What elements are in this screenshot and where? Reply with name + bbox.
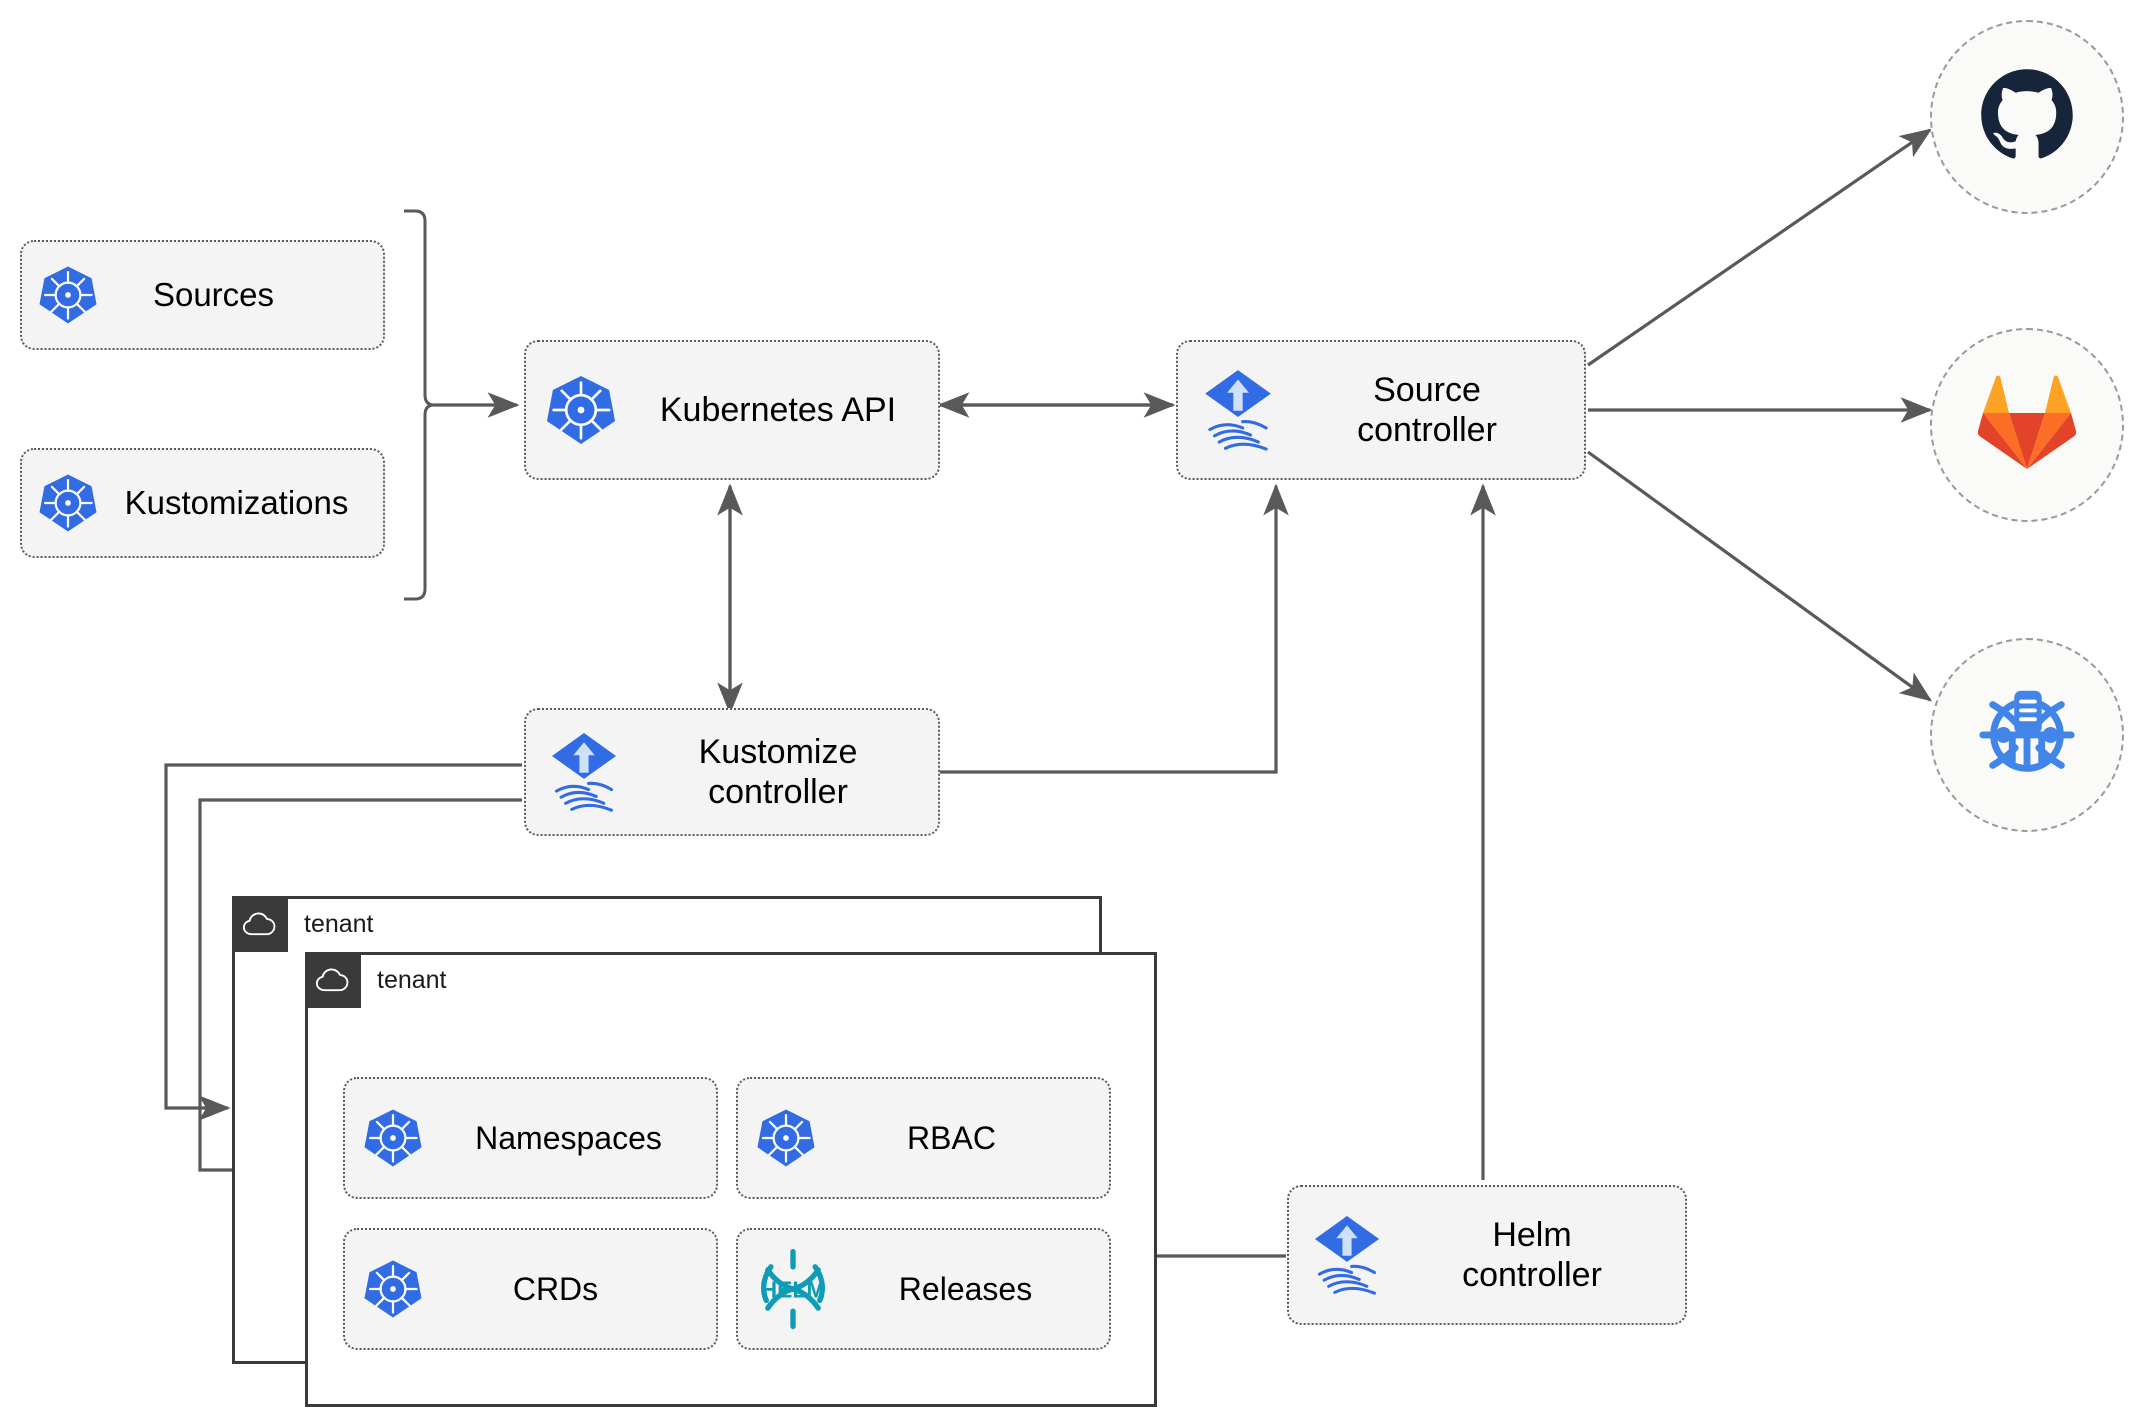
kubernetes-icon	[22, 264, 114, 326]
node-helm-controller-label: Helm controller	[1462, 1215, 1602, 1294]
tenant-outer-label: tenant	[304, 909, 374, 938]
kubernetes-icon	[738, 1107, 834, 1169]
helm-icon: HELM	[738, 1247, 848, 1331]
resource-namespaces-label: Namespaces	[475, 1119, 662, 1156]
node-kustomizations-label: Kustomizations	[124, 483, 349, 521]
edge-source-ctrl-to-helm-repo	[1587, 450, 1933, 702]
resource-releases[interactable]: HELM Releases	[736, 1228, 1111, 1350]
group-brace	[404, 209, 435, 601]
kubernetes-icon	[526, 373, 636, 447]
node-sources[interactable]: Sources	[20, 240, 385, 350]
resource-crds[interactable]: CRDs	[343, 1228, 718, 1350]
flux-icon	[1178, 367, 1298, 453]
node-kubernetes-api[interactable]: Kubernetes API	[524, 340, 940, 480]
helm-chart-repo-icon	[1973, 679, 2081, 792]
node-source-controller-label: Source controller	[1357, 370, 1497, 449]
tenant-inner[interactable]: tenant Namespaces	[305, 952, 1157, 1407]
provider-helm-chart-repository[interactable]	[1930, 638, 2124, 832]
svg-text:HELM: HELM	[761, 1276, 826, 1302]
tenant-inner-header: tenant	[305, 952, 447, 1008]
resource-releases-label: Releases	[898, 1270, 1033, 1307]
resource-namespaces[interactable]: Namespaces	[343, 1077, 718, 1199]
gitlab-icon	[1977, 375, 2077, 476]
resource-rbac[interactable]: RBAC	[736, 1077, 1111, 1199]
cloud-icon	[232, 896, 288, 952]
provider-gitlab[interactable]	[1930, 328, 2124, 522]
resource-crds-label: CRDs	[512, 1270, 599, 1307]
edge-source-ctrl-to-github	[1587, 128, 1933, 367]
provider-github[interactable]	[1930, 20, 2124, 214]
kubernetes-icon	[345, 1107, 441, 1169]
github-icon	[1975, 63, 2079, 172]
tenant-outer-header: tenant	[232, 896, 374, 952]
kubernetes-icon	[22, 472, 114, 534]
flux-icon	[1289, 1213, 1405, 1297]
node-source-controller[interactable]: Source controller	[1176, 340, 1586, 480]
tenant-inner-label: tenant	[377, 965, 447, 994]
flux-icon	[526, 730, 642, 814]
node-kustomize-controller[interactable]: Kustomize controller	[524, 708, 940, 836]
cloud-icon	[305, 952, 361, 1008]
resource-rbac-label: RBAC	[907, 1119, 996, 1156]
kubernetes-icon	[345, 1258, 441, 1320]
node-sources-label: Sources	[152, 275, 275, 313]
node-kustomize-controller-label: Kustomize controller	[698, 732, 858, 811]
edge-kustomize-ctrl-to-source-ctrl	[940, 483, 1289, 774]
node-kustomizations[interactable]: Kustomizations	[20, 448, 385, 558]
node-kubernetes-api-label: Kubernetes API	[659, 390, 897, 429]
node-helm-controller[interactable]: Helm controller	[1287, 1185, 1687, 1325]
